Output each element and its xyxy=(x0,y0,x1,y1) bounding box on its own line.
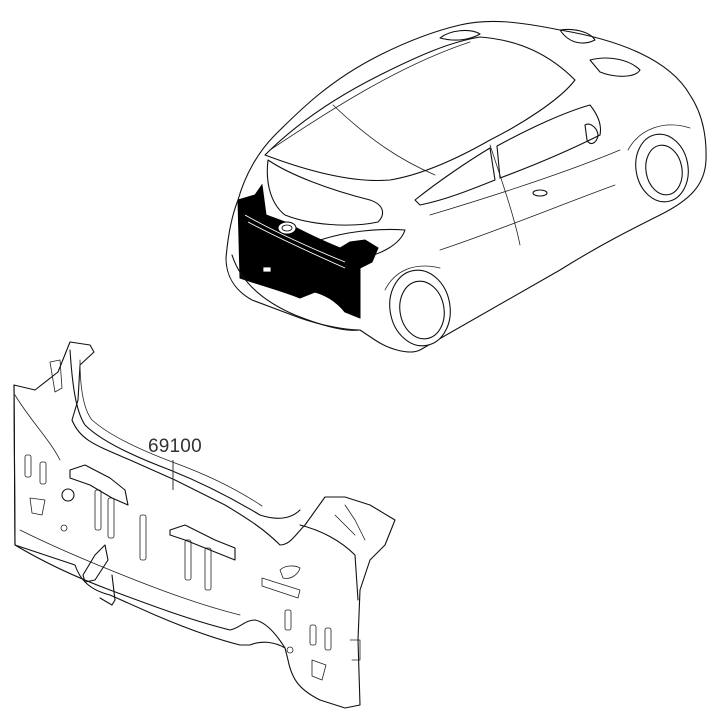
bumper-crease xyxy=(244,214,346,263)
bottom-contour xyxy=(14,544,286,649)
right-flange xyxy=(299,524,359,601)
brand-emblem-icon xyxy=(277,221,297,235)
hole xyxy=(61,488,75,502)
door-handle xyxy=(532,189,548,197)
left-edge xyxy=(13,384,16,546)
left-crease xyxy=(14,394,61,461)
part-number-callout[interactable]: 69100 xyxy=(148,436,202,457)
door-line xyxy=(489,144,521,246)
hole xyxy=(279,565,301,579)
sunroof-vent xyxy=(559,28,596,44)
hole xyxy=(60,524,68,532)
left-ear-slot xyxy=(49,359,63,393)
hook-rod xyxy=(99,574,116,606)
roof-fin xyxy=(589,57,641,77)
rear-wheel-arch xyxy=(384,265,441,291)
side-window-front xyxy=(496,104,602,179)
front-wheel xyxy=(635,133,689,203)
license-bracket xyxy=(262,266,272,273)
rear-wheel-rim xyxy=(399,280,445,340)
roof-seam xyxy=(332,104,436,176)
body-character-line xyxy=(429,149,621,216)
rear-bumper-lower xyxy=(231,254,361,331)
bottom-crease xyxy=(19,529,241,616)
side-mirror xyxy=(584,123,599,145)
bumper-crease-2 xyxy=(247,221,346,269)
front-wheel-arch xyxy=(627,124,691,151)
bracket-center xyxy=(169,524,236,561)
right-edge-tab xyxy=(349,639,361,661)
bracket-left xyxy=(69,464,129,506)
hole xyxy=(286,646,294,654)
hook-bracket xyxy=(82,544,109,583)
rear-spoiler xyxy=(439,29,481,41)
top-flange xyxy=(69,349,301,519)
side-window-rear xyxy=(414,147,496,206)
top-flange-inner xyxy=(79,359,263,507)
front-wheel-rim xyxy=(645,144,683,196)
rocker-line xyxy=(439,184,616,251)
back-panel-outline xyxy=(13,341,396,709)
roof-rail xyxy=(269,41,471,151)
car-roof xyxy=(264,36,576,182)
rear-window xyxy=(266,159,384,226)
right-ear-detail xyxy=(334,504,366,541)
stamped-pockets xyxy=(24,454,332,681)
